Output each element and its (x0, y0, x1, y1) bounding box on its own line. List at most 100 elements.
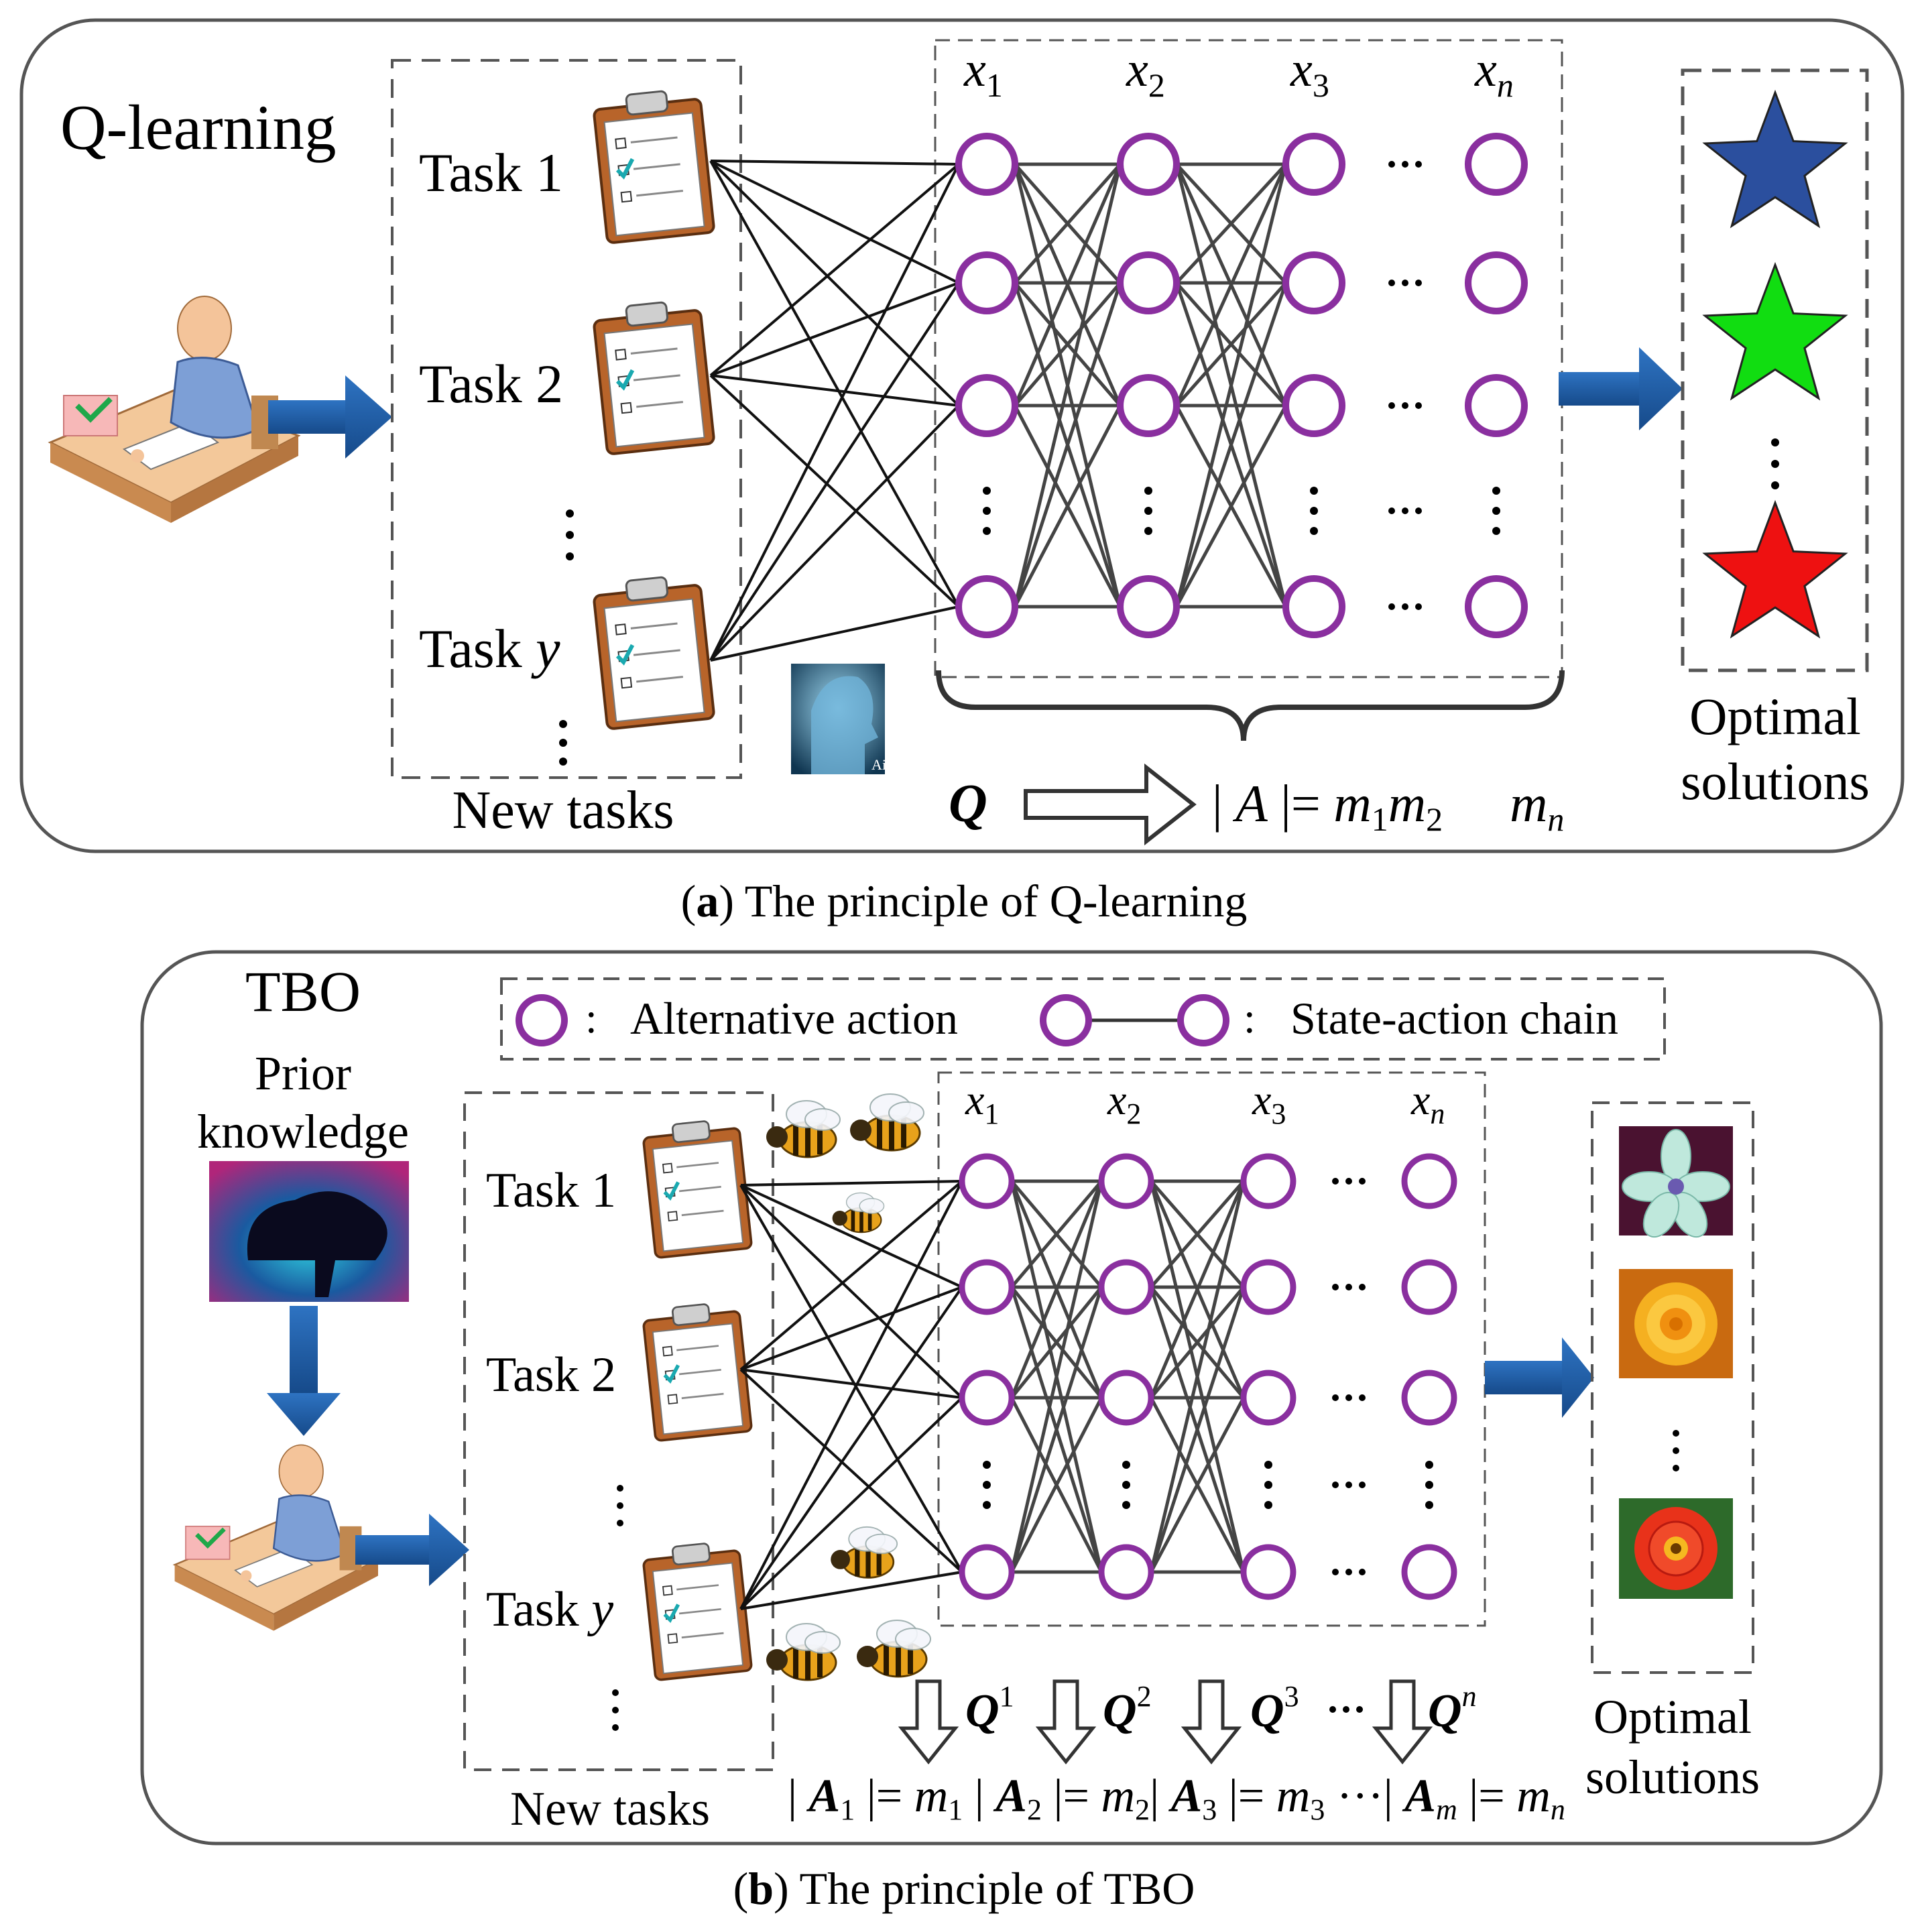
ellipsis-dot (1492, 527, 1500, 535)
worker-icon (175, 1445, 378, 1630)
chain-edge (1010, 1396, 1103, 1573)
flower-image-1 (1619, 1126, 1733, 1238)
svg-text:Q1: Q1 (965, 1680, 1014, 1737)
ai-head-icon: Ai (791, 664, 886, 774)
task-edge (709, 163, 960, 377)
task-edge (739, 1185, 963, 1573)
clipboard-icon (593, 573, 715, 729)
prior-label-line1: Prior (255, 1046, 351, 1100)
task-edge (739, 1396, 963, 1610)
new-tasks-caption: New tasks (510, 1782, 710, 1835)
ellipsis-dot (1264, 1501, 1272, 1509)
outputs-ellipsis (1673, 1430, 1679, 1471)
q-table-arrows (898, 1679, 1433, 1765)
chain-edge (1010, 1181, 1103, 1398)
task-edge (710, 374, 959, 407)
down-arrow-icon (898, 1679, 959, 1765)
task-2-label: Task 2 (419, 353, 563, 414)
ellipsis-dot (1388, 402, 1395, 409)
ellipsis-dot (1122, 1501, 1130, 1509)
action-node (1464, 251, 1528, 315)
svg-text:Qn: Qn (1428, 1680, 1477, 1737)
worker-icon (50, 296, 298, 523)
svg-text:x2: x2 (1126, 42, 1165, 104)
network-box (937, 1071, 1486, 1627)
down-arrow-icon (1372, 1679, 1433, 1765)
caption-b-letter: b (748, 1863, 774, 1914)
ellipsis-dot (1402, 402, 1408, 409)
chain-edge (1174, 163, 1288, 407)
ellipsis-dot (1122, 1481, 1130, 1489)
action-node (959, 1259, 1015, 1315)
ellipsis-dot (1332, 1569, 1339, 1575)
caption-a-letter: a (696, 876, 719, 926)
action-node (1240, 1153, 1297, 1209)
action-nodes (955, 132, 1528, 639)
ellipsis-dot (1415, 161, 1422, 168)
ellipsis-dot (1332, 1482, 1339, 1488)
ellipsis-dot (1359, 1284, 1366, 1290)
new-tasks-box (463, 1091, 774, 1771)
task-y-label: Task y (419, 618, 560, 679)
bee-icon (766, 1101, 840, 1157)
action-node (1240, 1259, 1297, 1315)
prior-label-line2: knowledge (197, 1105, 409, 1158)
action-node (1098, 1370, 1154, 1426)
task-edge (709, 404, 960, 662)
action-node (959, 1370, 1015, 1426)
clipboard-icon (642, 1301, 752, 1441)
star-icon (1702, 261, 1848, 401)
ellipsis-dot (1492, 487, 1500, 495)
ellipsis-dots (983, 1178, 1433, 1575)
outputs-caption-line1: Optimal (1689, 687, 1861, 745)
ellipsis-dot (1122, 1461, 1130, 1469)
task-to-input-edges (739, 1180, 963, 1610)
ellipsis-dot (983, 1481, 991, 1489)
arrow-prior-down (267, 1306, 341, 1436)
ellipsis-dot (1144, 487, 1152, 495)
caption-b: (b) The principle of TBO (733, 1863, 1195, 1914)
task-edge (739, 1181, 963, 1610)
ellipsis-dot (1345, 1178, 1352, 1185)
task-edge (709, 160, 960, 407)
action-node (1098, 1544, 1154, 1600)
ellipsis-dot (1359, 1394, 1366, 1401)
panel-a-frame (19, 18, 1905, 853)
ellipsis-dot (1415, 402, 1422, 409)
ellipsis-dot (1388, 161, 1395, 168)
task-edge (740, 1180, 963, 1187)
bee-icon (833, 1193, 884, 1232)
action-node (1116, 132, 1181, 196)
star-icon (1702, 499, 1848, 639)
legend-chain-node (1040, 994, 1092, 1046)
action-node (955, 575, 1019, 639)
chain-edge (1149, 1181, 1246, 1398)
task-edge (739, 1368, 963, 1573)
task-edge (710, 160, 959, 284)
ellipsis-dot (1310, 527, 1318, 535)
action-node (1282, 373, 1346, 438)
ellipsis-dot (1402, 507, 1408, 514)
task-1-label: Task 1 (486, 1163, 616, 1218)
svg-text:Q2: Q2 (1103, 1680, 1152, 1737)
ellipsis-dot (1415, 603, 1422, 610)
legend-chain-node (1177, 994, 1229, 1046)
task-edge (709, 282, 960, 662)
chain-edge (1150, 1286, 1245, 1399)
outputs-ellipsis (1771, 438, 1779, 489)
chain-edge (1175, 163, 1287, 284)
down-arrow-icon (1181, 1679, 1242, 1765)
chain-edge (1010, 1286, 1103, 1573)
flower-image-2 (1619, 1269, 1733, 1378)
action-node (1240, 1370, 1297, 1426)
arrow-to-tasks (268, 375, 392, 459)
ellipsis-dot (1402, 161, 1408, 168)
ellipsis-dot (1388, 280, 1395, 286)
legend-node-icon (516, 994, 568, 1046)
chain-edge (1013, 282, 1122, 607)
legend-separator: : (585, 994, 597, 1042)
action-node (1098, 1153, 1154, 1209)
chain-edge (1149, 1396, 1246, 1573)
ellipsis-dot (1264, 1461, 1272, 1469)
